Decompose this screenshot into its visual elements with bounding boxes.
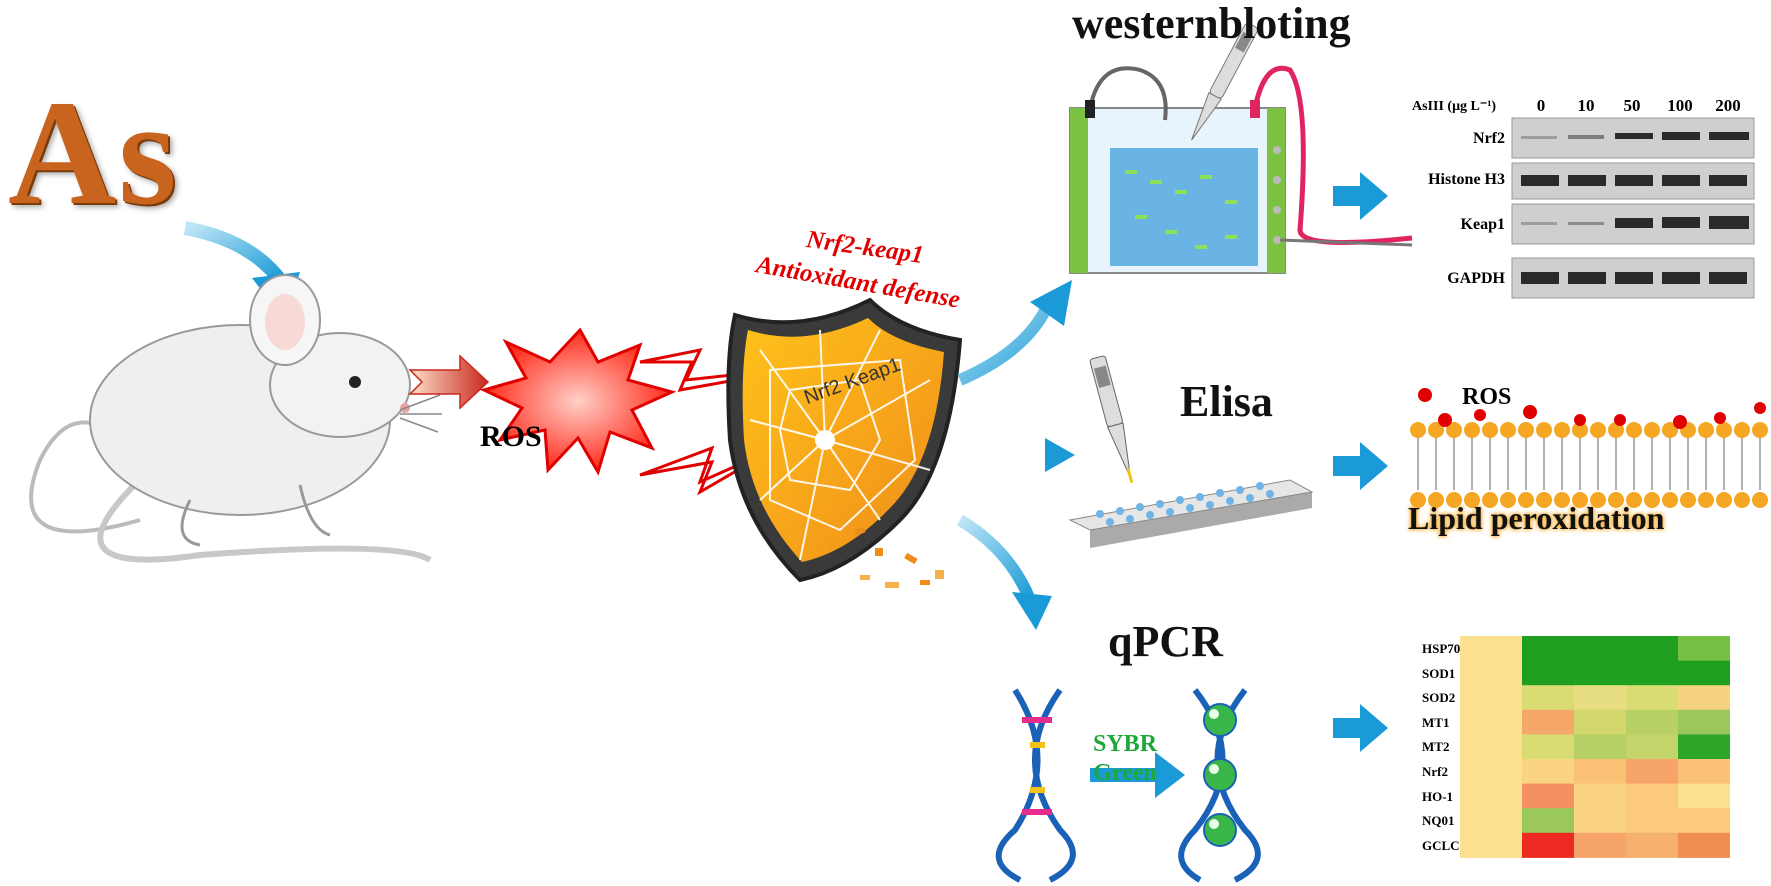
heatmap-cell bbox=[1522, 832, 1574, 858]
lipid-bilayer-icon bbox=[1410, 388, 1768, 508]
heatmap-cell bbox=[1522, 685, 1574, 711]
heatmap-cell bbox=[1460, 832, 1522, 858]
heatmap-cell bbox=[1460, 660, 1522, 686]
sybr-line2: Green bbox=[1093, 759, 1157, 786]
blot-dose-label: 0 bbox=[1536, 96, 1546, 115]
heatmap-cell bbox=[1626, 660, 1678, 686]
heatmap-cell bbox=[1574, 832, 1626, 858]
heatmap-cell bbox=[1626, 759, 1678, 785]
heatmap-gene-label: SOD2 bbox=[1422, 690, 1456, 706]
heatmap-cell bbox=[1626, 685, 1678, 711]
heatmap-cell bbox=[1678, 783, 1730, 809]
dna-fluorescent-icon bbox=[1178, 688, 1261, 883]
lipid-ros-label: ROS bbox=[1462, 384, 1512, 410]
heatmap-cell bbox=[1678, 759, 1730, 785]
blot-dose-label: 200 bbox=[1715, 96, 1741, 115]
heatmap-cell bbox=[1574, 783, 1626, 809]
heatmap-cell bbox=[1522, 808, 1574, 834]
heatmap-gene-label: SOD1 bbox=[1422, 665, 1456, 681]
heatmap-cell bbox=[1460, 808, 1522, 834]
pipette-icon bbox=[1089, 355, 1134, 484]
heatmap-gene-label: Nrf2 bbox=[1422, 764, 1448, 779]
ros-label: ROS bbox=[480, 420, 542, 453]
sybr-green-label: SYBR Green bbox=[1093, 730, 1157, 788]
arsenic-title: As bbox=[8, 70, 179, 236]
arrow-icon bbox=[1090, 752, 1185, 798]
blot-row-label: Keap1 bbox=[1460, 216, 1505, 233]
heatmap-cell bbox=[1678, 734, 1730, 760]
mouse-icon bbox=[29, 274, 442, 563]
heatmap-cell bbox=[1460, 759, 1522, 785]
heatmap-cell bbox=[1678, 636, 1730, 662]
heatmap-cell bbox=[1678, 808, 1730, 834]
heatmap-gene-label: MT2 bbox=[1422, 739, 1450, 755]
heatmap-cell bbox=[1626, 636, 1678, 662]
heatmap-cell bbox=[1626, 734, 1678, 760]
arrow-to-elisa-icon bbox=[950, 438, 1075, 472]
heatmap bbox=[1460, 636, 1730, 858]
blot-row-label: Nrf2 bbox=[1473, 130, 1505, 147]
heatmap-cell bbox=[1460, 636, 1522, 662]
arrow-to-western-icon bbox=[957, 280, 1072, 386]
heatmap-cell bbox=[1678, 709, 1730, 735]
heatmap-cell bbox=[1574, 709, 1626, 735]
heatmap-cell bbox=[1522, 660, 1574, 686]
heatmap-cell bbox=[1678, 832, 1730, 858]
heatmap-cell bbox=[1574, 808, 1626, 834]
heatmap-cell bbox=[1678, 660, 1730, 686]
fragments-icon bbox=[854, 526, 944, 588]
heatmap-cell bbox=[1522, 636, 1574, 662]
heatmap-cell bbox=[1626, 832, 1678, 858]
arrow-icon bbox=[1333, 172, 1388, 220]
heatmap-cell bbox=[1460, 734, 1522, 760]
heatmap-cell bbox=[1460, 685, 1522, 711]
heatmap-cell bbox=[1522, 734, 1574, 760]
heatmap-gene-label: HSP70 bbox=[1422, 641, 1461, 656]
heatmap-cell bbox=[1574, 660, 1626, 686]
heatmap-gene-label: HO-1 bbox=[1422, 788, 1454, 804]
heatmap-gene-label: MT1 bbox=[1422, 714, 1450, 730]
lipid-peroxidation-label: Lipid peroxidation bbox=[1408, 500, 1665, 536]
dna-icon bbox=[995, 688, 1076, 883]
heatmap-cell bbox=[1460, 709, 1522, 735]
sybr-line1: SYBR bbox=[1093, 731, 1158, 757]
blot-row-label: GAPDH bbox=[1447, 270, 1505, 287]
arrow-to-qpcr-icon bbox=[956, 514, 1052, 630]
arrow-icon bbox=[408, 354, 490, 410]
heatmap-cell bbox=[1522, 783, 1574, 809]
heatmap-cell bbox=[1626, 709, 1678, 735]
heatmap-cell bbox=[1626, 808, 1678, 834]
shield-icon: Nrf2 Keap1 bbox=[726, 297, 963, 583]
ros-starburst-icon bbox=[479, 327, 677, 476]
heatmap-cell bbox=[1574, 685, 1626, 711]
heatmap-cell bbox=[1522, 759, 1574, 785]
heatmap-gene-label: GCLC bbox=[1422, 837, 1460, 853]
qpcr-title: qPCR bbox=[1108, 617, 1223, 666]
blot-dose-label: 100 bbox=[1667, 96, 1693, 115]
blot-panel bbox=[1511, 117, 1755, 299]
heatmap-cell bbox=[1626, 783, 1678, 809]
elisa-title: Elisa bbox=[1180, 377, 1273, 426]
blot-row-label: Histone H3 bbox=[1428, 171, 1505, 188]
blot-header-label: AsIII (μg L⁻¹) bbox=[1412, 99, 1497, 114]
heatmap-cell bbox=[1678, 685, 1730, 711]
arrow-icon bbox=[1333, 442, 1388, 490]
heatmap-cell bbox=[1522, 709, 1574, 735]
western-title: westernbloting bbox=[1072, 0, 1351, 48]
heatmap-gene-label: NQ01 bbox=[1422, 813, 1455, 829]
electrophoresis-tank-icon bbox=[1069, 23, 1413, 274]
arrow-icon bbox=[1333, 704, 1388, 752]
blot-dose-label: 10 bbox=[1577, 96, 1595, 115]
heatmap-cell bbox=[1574, 734, 1626, 760]
heatmap-cell bbox=[1574, 759, 1626, 785]
heatmap-cell bbox=[1460, 783, 1522, 809]
elisa-plate-icon bbox=[1068, 479, 1314, 548]
heatmap-cell bbox=[1574, 636, 1626, 662]
blot-dose-label: 50 bbox=[1623, 96, 1641, 115]
